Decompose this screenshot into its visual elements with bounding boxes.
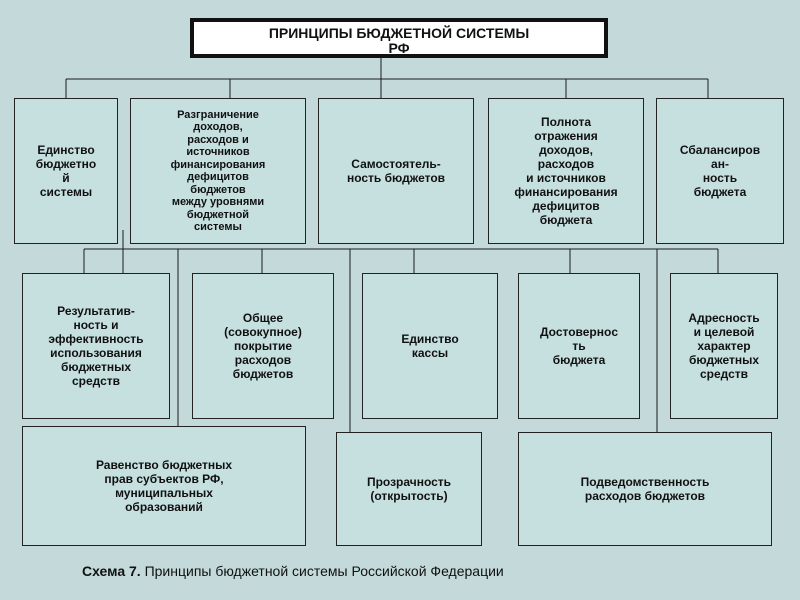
principle-box-cash-unity: Единство кассы	[362, 273, 498, 419]
principle-box-equality: Равенство бюджетных прав субъектов РФ, м…	[22, 426, 306, 546]
principle-box-subordination: Подведомственность расходов бюджетов	[518, 432, 772, 546]
figure-caption: Схема 7. Принципы бюджетной системы Росс…	[82, 563, 682, 579]
principle-box-transparency: Прозрачность (открытость)	[336, 432, 482, 546]
principle-box-efficiency: Результатив- ность и эффективность испол…	[22, 273, 170, 419]
principle-box-total-coverage: Общее (совокупное) покрытие расходов бюд…	[192, 273, 334, 419]
caption-label: Схема 7.	[82, 563, 141, 579]
principle-box-completeness: Полнота отражения доходов, расходов и ис…	[488, 98, 644, 244]
principle-box-delineation: Разграничение доходов, расходов и источн…	[130, 98, 306, 244]
caption-text: Принципы бюджетной системы Российской Фе…	[140, 563, 504, 579]
principle-box-reliability: Достоверноc ть бюджета	[518, 273, 640, 419]
principle-box-independence: Самостоятель- ность бюджетов	[318, 98, 474, 244]
principle-box-unity: Единство бюджетно й системы	[14, 98, 118, 244]
diagram-title: ПРИНЦИПЫ БЮДЖЕТНОЙ СИСТЕМЫ РФ	[190, 18, 608, 58]
principle-box-targeting: Адресность и целевой характер бюджетных …	[670, 273, 778, 419]
principle-box-balance: Сбалансиров ан- ность бюджета	[656, 98, 784, 244]
